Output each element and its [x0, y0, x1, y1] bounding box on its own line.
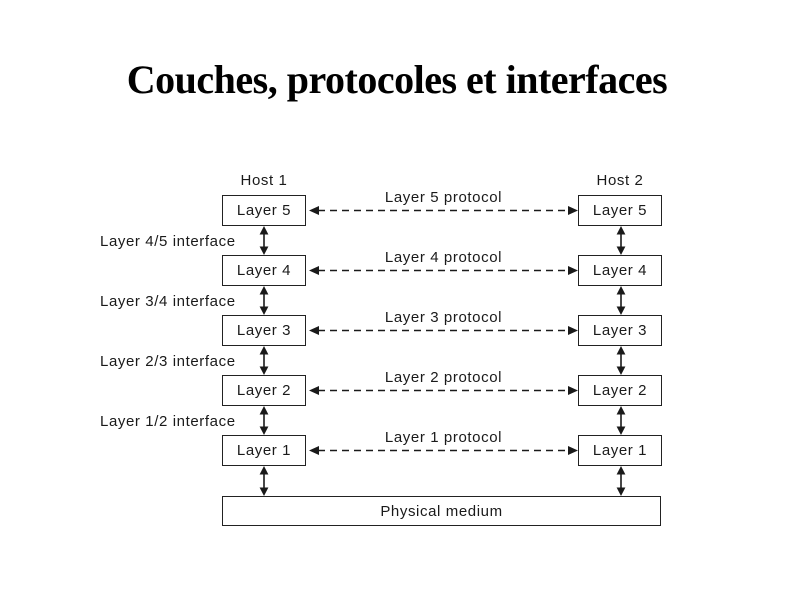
interface-1-2-label: Layer 1/2 interface — [100, 413, 236, 430]
interface-4-5-label: Layer 4/5 interface — [100, 233, 236, 250]
host2-layer3-box: Layer 3 — [578, 315, 662, 346]
physical-medium-box: Physical medium — [222, 496, 661, 526]
layer1-protocol-arrow — [309, 446, 578, 455]
host1-label: Host 1 — [240, 172, 288, 189]
host2-layer2-box: Layer 2 — [578, 375, 662, 406]
layer3-protocol-label: Layer 3 protocol — [384, 309, 503, 326]
layer2-protocol-label: Layer 2 protocol — [384, 369, 503, 386]
interface-2-3-label: Layer 2/3 interface — [100, 353, 236, 370]
layer1-protocol-label: Layer 1 protocol — [384, 429, 503, 446]
host2-layer4-box: Layer 4 — [578, 255, 662, 286]
host2-label: Host 2 — [596, 172, 644, 189]
page-title: Couches, protocoles et interfaces — [126, 57, 668, 102]
layer2-protocol-arrow — [309, 386, 578, 395]
host2-layer5-box: Layer 5 — [578, 195, 662, 226]
host1-layer2-box: Layer 2 — [222, 375, 306, 406]
layer4-protocol-arrow — [309, 266, 578, 275]
interface-3-4-label: Layer 3/4 interface — [100, 293, 236, 310]
layer5-protocol-label: Layer 5 protocol — [384, 189, 503, 206]
layer4-protocol-label: Layer 4 protocol — [384, 249, 503, 266]
host1-layer4-box: Layer 4 — [222, 255, 306, 286]
host1-interface-arrows — [259, 226, 269, 496]
host1-layer1-box: Layer 1 — [222, 435, 306, 466]
layer5-protocol-arrow — [309, 206, 578, 215]
host2-layer1-box: Layer 1 — [578, 435, 662, 466]
host1-layer5-box: Layer 5 — [222, 195, 306, 226]
host1-layer3-box: Layer 3 — [222, 315, 306, 346]
layer3-protocol-arrow — [309, 326, 578, 335]
host2-interface-arrows — [616, 226, 626, 496]
